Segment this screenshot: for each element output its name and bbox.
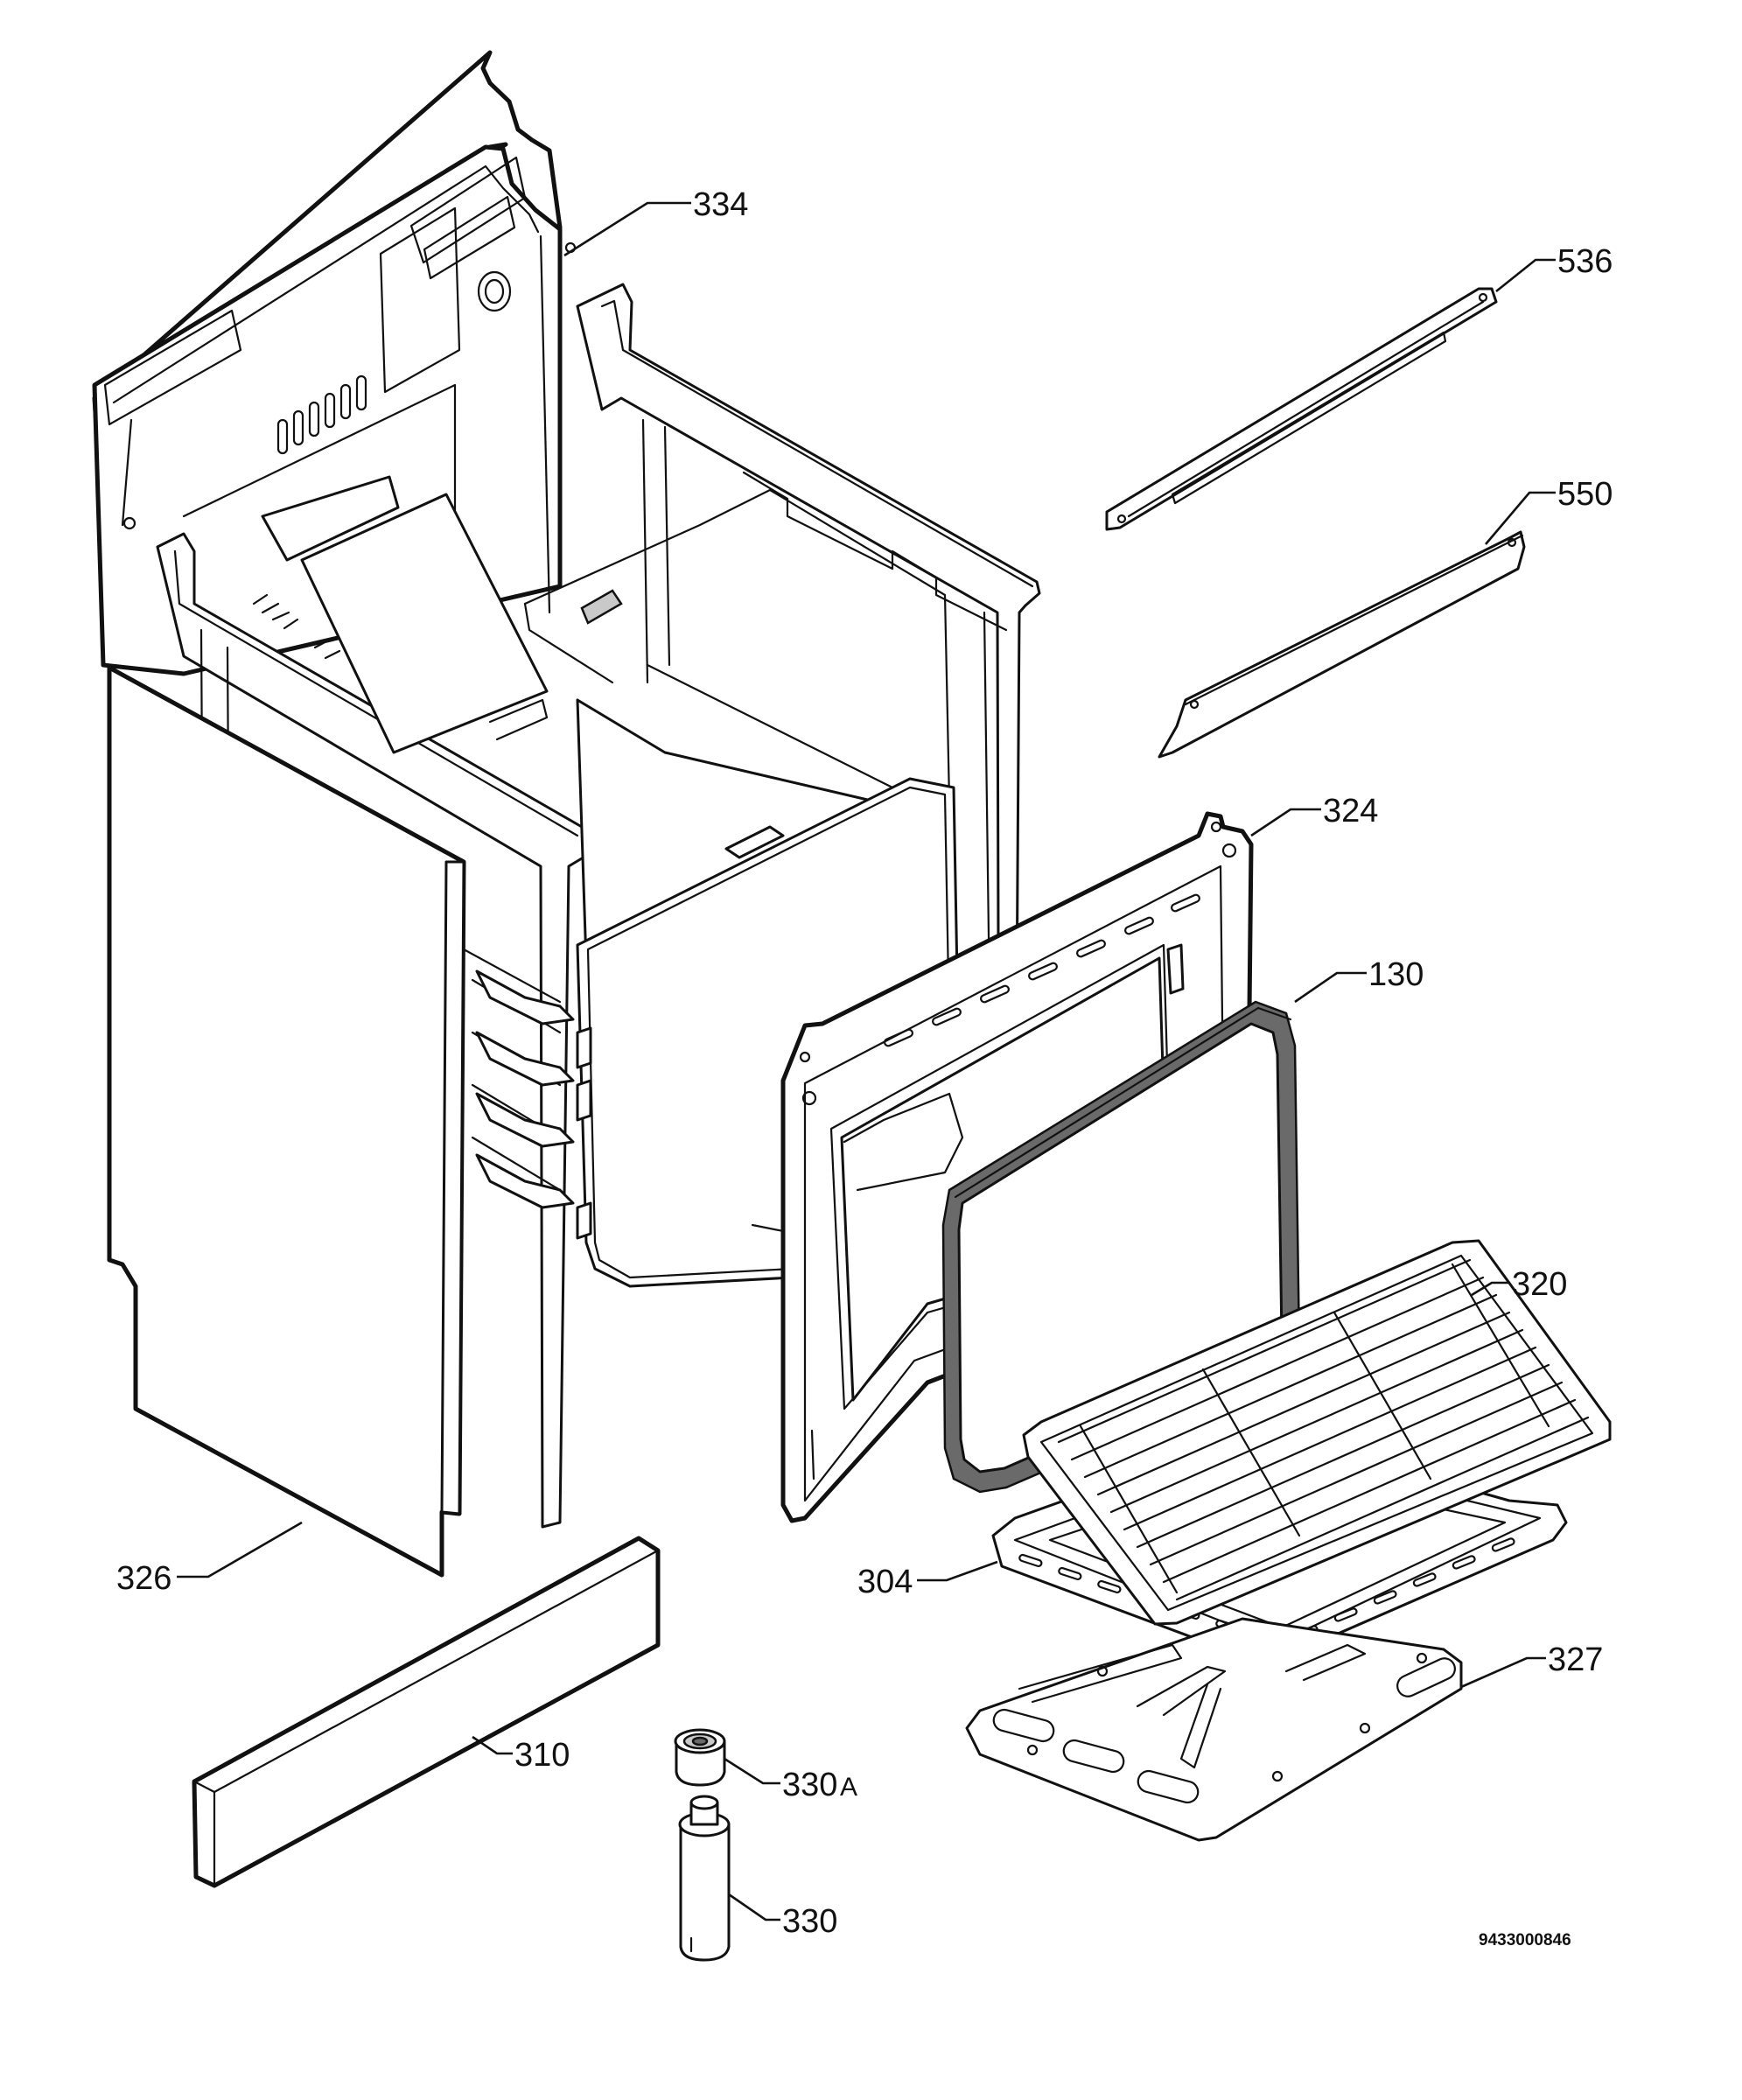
callout-304: 304	[857, 1564, 913, 1600]
part-550-trim-profile	[1158, 530, 1526, 759]
leader-330	[728, 1893, 780, 1922]
part-327-floor-plate	[965, 1617, 1463, 1842]
part-536-top-bar	[1105, 287, 1498, 531]
leader-550	[1485, 491, 1556, 545]
callout-320: 320	[1512, 1266, 1567, 1303]
callout-536: 536	[1557, 243, 1613, 280]
leader-130	[1294, 971, 1367, 1004]
callout-310: 310	[514, 1737, 570, 1774]
callout-550: 550	[1557, 476, 1613, 513]
callout-labels: 334 536 550 324 130 320 326 304 327 310 …	[116, 186, 1613, 1940]
callout-327: 327	[1548, 1642, 1603, 1678]
callout-130: 130	[1368, 956, 1424, 993]
callout-334: 334	[693, 186, 748, 223]
callout-324: 324	[1323, 793, 1378, 830]
callout-326: 326	[116, 1560, 171, 1597]
leader-310	[472, 1735, 513, 1755]
leader-334	[563, 201, 691, 257]
callout-330: 330	[782, 1903, 837, 1940]
part-320-wire-shelf	[1022, 1239, 1612, 1626]
leader-lines	[177, 201, 1556, 1922]
leader-330a	[724, 1757, 780, 1785]
part-310-kick-board	[192, 1536, 661, 1888]
document-id: 9433000846	[1479, 1931, 1571, 1950]
callout-330a: 330	[782, 1767, 837, 1803]
leader-327	[1460, 1656, 1546, 1689]
part-330-foot	[678, 1795, 731, 1962]
leader-304	[917, 1560, 998, 1582]
leader-326	[177, 1521, 303, 1578]
leader-324	[1250, 808, 1321, 837]
callout-330a-suffix: A	[840, 1773, 857, 1802]
part-326-side-panel	[107, 665, 562, 1578]
part-330a-foot-cap	[674, 1728, 726, 1787]
leader-320	[1471, 1281, 1510, 1297]
leader-536	[1495, 258, 1556, 293]
